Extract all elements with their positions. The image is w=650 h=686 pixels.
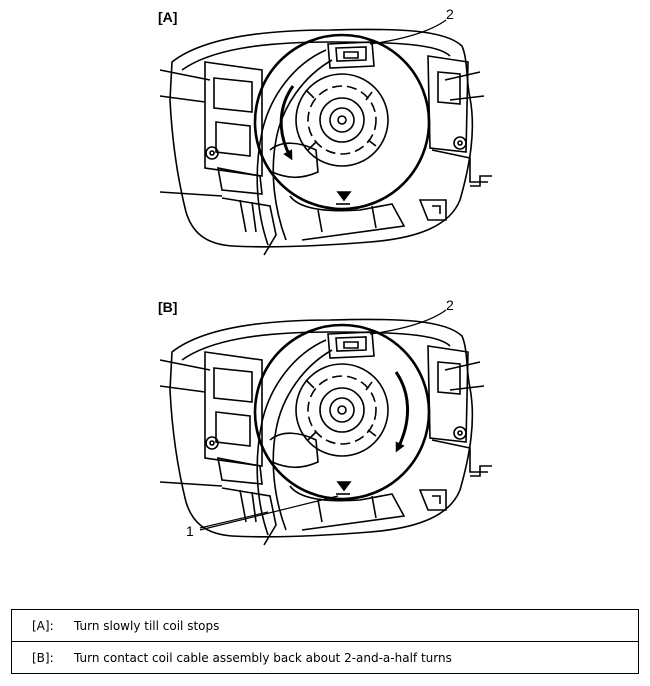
legend-row: [B]: Turn contact coil cable assembly bac… xyxy=(11,641,639,674)
legend-table: [A]: Turn slowly till coil stops [B]: Turn… xyxy=(11,609,639,674)
illustration: [A] 2 xyxy=(158,6,492,546)
panel-b-callout-2: 2 xyxy=(446,297,454,313)
panel-a-callout-2: 2 xyxy=(446,6,454,22)
legend-cell: [A]: Turn slowly till coil stops xyxy=(11,609,639,642)
panel-b-leader-1a xyxy=(199,511,269,529)
legend-text: Turn contact coil cable assembly back ab… xyxy=(74,650,452,665)
legend-row: [A]: Turn slowly till coil stops xyxy=(11,609,639,642)
panel-a-label: [A] xyxy=(158,9,177,25)
legend-cell: [B]: Turn contact coil cable assembly bac… xyxy=(11,641,639,674)
legend-key: [A]: xyxy=(32,618,54,633)
panel-a-leader-2 xyxy=(369,19,447,45)
panel-b-leader-2 xyxy=(369,309,447,335)
panel-a-drawing xyxy=(159,28,492,256)
legend-key: [B]: xyxy=(32,650,54,665)
panel-b-callout-1: 1 xyxy=(186,523,194,539)
legend-text: Turn slowly till coil stops xyxy=(74,618,220,633)
panel-b-rotation-arrow xyxy=(394,371,409,453)
panel-b-label: [B] xyxy=(158,299,177,315)
panel-b-drawing xyxy=(159,318,492,546)
panel-b-leader-1b xyxy=(199,495,339,531)
panel-a-rotation-arrow xyxy=(279,85,295,161)
